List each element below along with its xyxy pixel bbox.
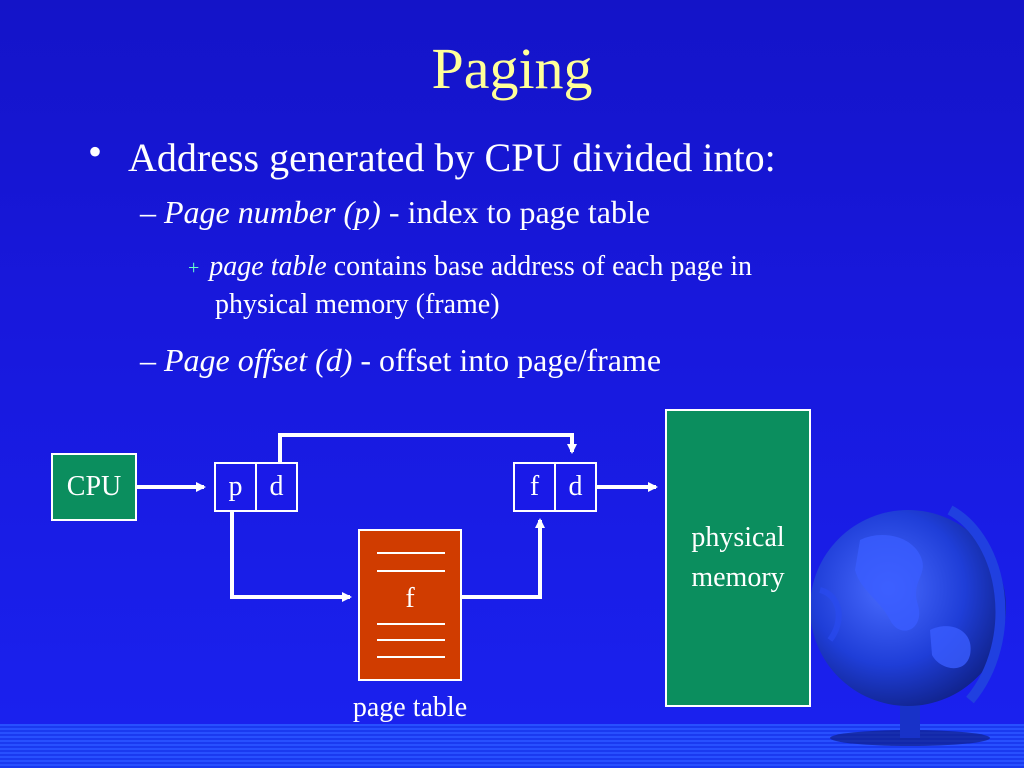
logical-address-d: d [255, 462, 298, 512]
arrow-offset-bus [278, 433, 577, 462]
cpu-label: CPU [66, 471, 122, 502]
page-table-term: page table [209, 251, 327, 282]
arrow-page-table-to-f [462, 518, 545, 599]
sub-bullet-page-offset: – Page offset (d) - offset into page/fra… [140, 342, 662, 378]
page-table-caption: page table [352, 692, 468, 723]
page-offset-term: Page offset (d) [164, 342, 353, 378]
slide-title: Paging [431, 36, 593, 101]
sub-sub-bullet-page-table: + page table contains base address of eac… [188, 251, 752, 283]
page-table-entry-f: f [405, 583, 415, 614]
page-table-box: f [358, 529, 462, 681]
bullet-text: Address generated by CPU divided into: [128, 135, 776, 180]
physical-memory-line2: memory [691, 562, 785, 593]
footer-bar [0, 724, 1024, 768]
page-table-row-rule [377, 639, 445, 641]
cpu-box: CPU [51, 453, 137, 521]
page-table-row-rule [377, 656, 445, 658]
physical-f-label: f [529, 471, 540, 502]
plus-bullet-icon: + [188, 257, 200, 280]
sub-bullet-page-number: – Page number (p) - index to page table [140, 194, 651, 230]
page-table-row-rule [377, 570, 445, 572]
page-number-desc: - index to page table [380, 194, 651, 230]
physical-address-f: f [513, 462, 556, 512]
page-table-row-rule [377, 552, 445, 554]
logical-d-label: d [269, 471, 284, 502]
physical-memory-line1: physical [691, 522, 785, 553]
physical-address-d: d [554, 462, 597, 512]
page-table-desc: contains base address of each page in [326, 251, 752, 282]
page-offset-desc: - offset into page/frame [352, 342, 662, 378]
physical-d-label: d [568, 471, 583, 502]
logical-p-label: p [228, 471, 243, 502]
globe-icon [810, 505, 1006, 746]
arrow-p-to-page-table [230, 512, 352, 602]
physical-memory-box: physical memory [665, 409, 811, 707]
page-number-term: Page number (p) [164, 194, 381, 230]
bullet-dot: • [88, 129, 103, 174]
page-table-row-rule [377, 623, 445, 625]
page-table-desc-line2: physical memory (frame) [215, 289, 500, 320]
logical-address-p: p [214, 462, 257, 512]
